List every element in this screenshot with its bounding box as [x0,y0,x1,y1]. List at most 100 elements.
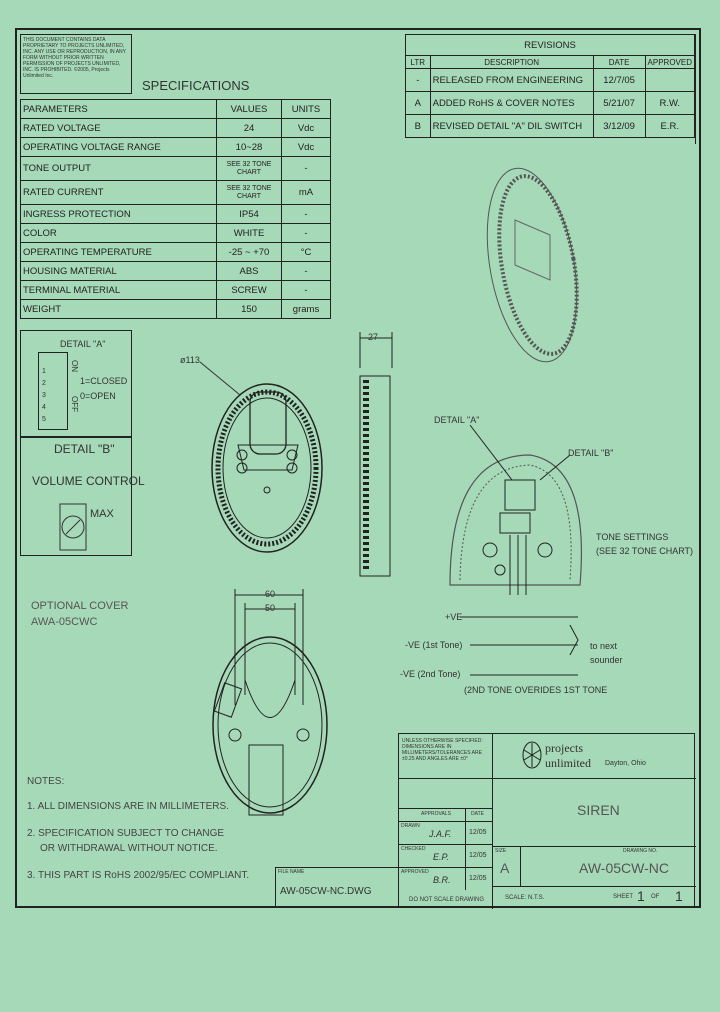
spec-value: 24 [216,118,282,138]
checked-by: E.P. [433,852,449,862]
next-sounder-label-2: sounder [590,655,623,665]
disclaimer-box: THIS DOCUMENT CONTAINS DATA PROPRIETARY … [20,34,132,94]
revision-panel-border [405,34,696,144]
width-60-dimension: 60 [265,589,276,599]
spec-value: WHITE [216,223,282,243]
spec-value: SCREW [216,280,282,300]
negative-1st-wire-label: -VE (1st Tone) [405,640,463,650]
dil-pin: 3 [42,392,46,399]
total-sheets: 1 [675,888,683,904]
company-logo-icon [522,741,542,769]
spec-param: RATED CURRENT [20,180,217,205]
spec-header-param: PARAMETERS [20,99,217,119]
disclaimer-text: THIS DOCUMENT CONTAINS DATA PROPRIETARY … [23,37,126,79]
approval-row-line [399,867,492,868]
next-sounder-label: to next [590,641,618,651]
drawn-label: DRAWN [401,823,420,829]
dil-pin: 1 [42,368,46,375]
detail-divider [20,436,132,438]
dil-open-legend: 0=OPEN [80,391,116,401]
positive-wire-label: +VE [445,612,463,622]
approvals-label: APPROVALS [421,811,451,817]
spec-unit: - [281,280,331,300]
tone-chart-label: (SEE 32 TONE CHART) [596,546,694,556]
dil-off-label: OFF [70,396,79,412]
detail-a-callout: DETAIL "A" [434,415,480,425]
notes-title: NOTES: [27,776,65,787]
spec-param: COLOR [20,223,217,243]
spec-param: RATED VOLTAGE [20,118,217,138]
rev-ltr: A [405,91,431,115]
date-label: DATE [471,811,484,817]
optional-cover-label: OPTIONAL COVER [31,600,129,612]
depth-dimension: 27 [368,332,379,342]
dil-pin: 5 [42,416,46,423]
spec-unit: grams [281,299,331,319]
dil-pin: 2 [42,380,46,387]
size-value: A [500,860,510,876]
width-50-dimension: 50 [265,603,276,613]
spec-param: OPERATING VOLTAGE RANGE [20,137,217,157]
spec-header-value: VALUES [216,99,282,119]
sheet-number: 1 [637,888,645,904]
size-label: SIZE [495,848,507,854]
file-name-label: FILE NAME [278,869,305,875]
volume-control-label: VOLUME CONTROL [32,474,145,488]
siren-side-view [359,332,393,577]
note-item: 1. ALL DIMENSIONS ARE IN MILLIMETERS. [27,801,229,812]
siren-front-view [199,361,323,553]
spec-unit: - [281,261,331,281]
revisions-table: REVISIONS LTR DESCRIPTION DATE APPROVED … [405,34,696,138]
wiring-diagram [460,616,579,676]
rev-desc: REVISED DETAIL "A" DIL SWITCH [429,114,594,138]
spec-param: OPERATING TEMPERATURE [20,242,217,262]
rev-ltr: B [405,114,431,138]
approval-row-line [399,844,492,845]
of-label: OF [651,894,660,900]
company-location: Dayton, Ohio [605,760,646,767]
drawing-title: SIREN [577,802,620,818]
spec-value: 150 [216,299,282,319]
spec-header-unit: UNITS [281,99,331,119]
tone-override-note: (2ND TONE OVERIDES 1ST TONE [464,685,608,695]
approvals-grid: APPROVALS DATE DRAWN J.A.F. 12/05 CHECKE… [399,808,492,890]
drawn-date: 12/05 [469,829,487,836]
siren-isometric-view [486,167,579,363]
drawing-border [15,28,701,908]
company-name-2: unlimited [545,756,591,770]
drawing-number: AW-05CW-NC [579,860,669,876]
drawn-by: J.A.F. [429,829,452,839]
spec-param: TERMINAL MATERIAL [20,280,217,300]
spec-value: IP54 [216,204,282,224]
spec-param: INGRESS PROTECTION [20,204,217,224]
approved-date: 12/05 [469,875,487,882]
scale-label: SCALE: N.T.S. [505,895,545,901]
no-scale-note: DO NOT SCALE DRAWING [409,897,485,903]
spec-unit: - [281,204,331,224]
title-block-hdivider [399,778,696,779]
spec-unit: Vdc [281,137,331,157]
specifications-title: SPECIFICATIONS [142,78,250,93]
detail-b-title: DETAIL "B" [54,442,115,456]
file-name-box: FILE NAME AW-05CW-NC.DWG [275,867,399,907]
diameter-dimension: ø113 [180,355,200,365]
file-name-value: AW-05CW-NC.DWG [280,886,372,897]
note-item: 3. THIS PART IS RoHS 2002/95/EC COMPLIAN… [27,870,250,881]
company-name: projects [545,741,583,755]
approved-label: APPROVED [401,869,429,875]
dil-pin: 4 [42,404,46,411]
spec-value: -25 ~ +70 [216,242,282,262]
spec-value: 10~28 [216,137,282,157]
approval-vdivider [465,809,466,890]
rev-ltr: - [405,68,431,92]
siren-open-view [449,424,583,595]
size-divider [520,846,521,886]
rev-approved: R.W. [644,91,696,115]
note-item: 2. SPECIFICATION SUBJECT TO CHANGE [27,828,225,839]
drawing-no-label: DRAWING NO. [623,848,658,854]
spec-value: ABS [216,261,282,281]
spec-value: SEE 32 TONE CHART [216,156,282,181]
detail-a-title: DETAIL "A" [60,339,106,349]
detail-box [20,330,132,556]
